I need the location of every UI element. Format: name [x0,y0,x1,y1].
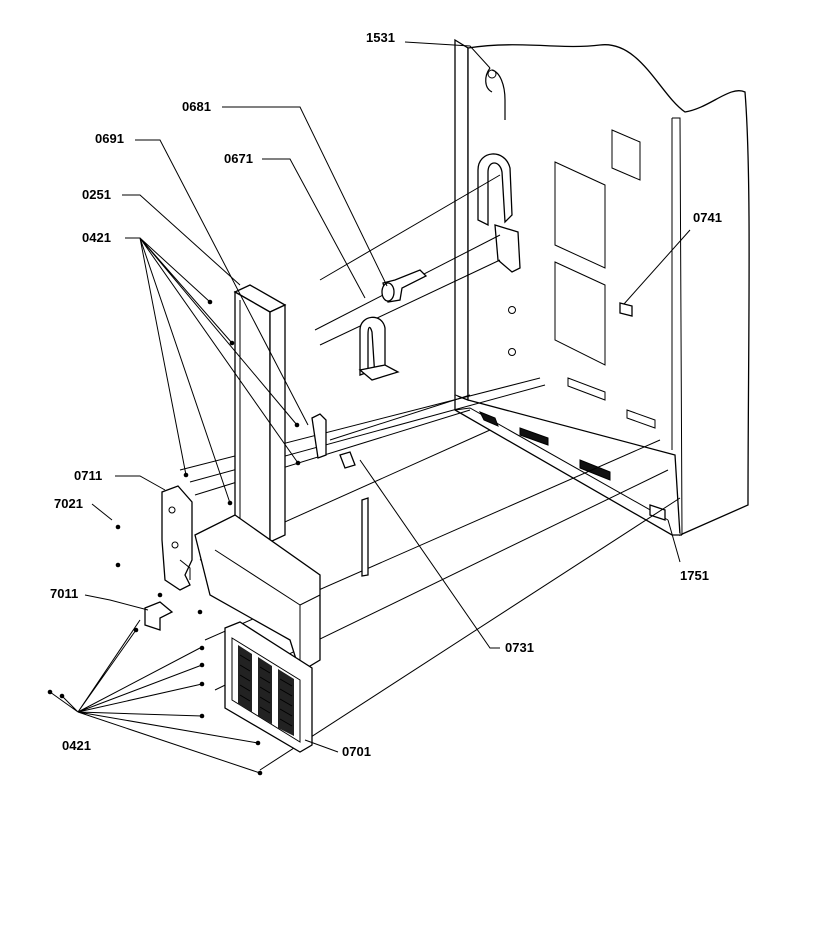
callout-0711: 0711 [74,468,102,483]
callout-1531: 1531 [366,30,395,45]
callout-0681: 0681 [182,99,211,114]
callout-0421-top: 0421 [82,230,111,245]
callout-0421-bottom: 0421 [62,738,91,753]
callout-0701: 0701 [342,744,371,759]
drain-tube-part [339,451,369,577]
callout-7021: 7021 [54,496,83,511]
vertical-panel-part [233,284,287,544]
bracket-0711-part [161,485,193,591]
callout-0691: 0691 [95,131,124,146]
callout-0671: 0671 [224,151,253,166]
callout-labels: 1531 0681 0691 0671 0251 0421 0741 0711 … [50,30,722,759]
leader-lines [49,41,691,774]
callout-0731: 0731 [505,640,534,655]
thermostat-parts [311,269,428,459]
callout-0741: 0741 [693,210,722,225]
callout-0251: 0251 [82,187,111,202]
plug-part [619,302,633,317]
callout-1751: 1751 [680,568,709,583]
callout-7011: 7011 [50,586,78,601]
bracket-7011-part [144,601,174,631]
grille-part [224,621,313,753]
cabinet-back-wall [454,38,750,536]
